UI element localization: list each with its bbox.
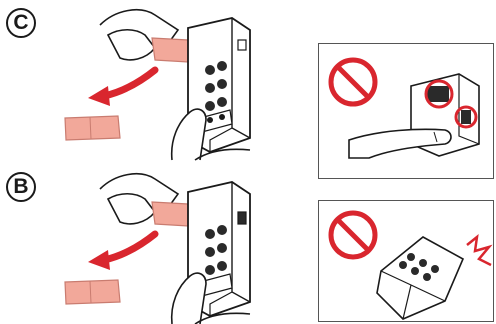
pull-arrow-c: [104, 70, 155, 96]
tilted-cartridge-drawing: [377, 237, 463, 319]
step-badge-b: B: [6, 172, 36, 202]
removed-tape-b: [65, 280, 120, 304]
prohibition-icon: [331, 60, 375, 104]
removed-tape-c: [65, 116, 120, 140]
warning-panel-touch: [318, 43, 494, 179]
step-badge-c-label: C: [13, 11, 28, 35]
step-badge-b-label: B: [13, 175, 28, 199]
impact-burst-icon: [467, 237, 491, 265]
step-badge-c: C: [6, 8, 36, 38]
warning-panel-impact: [318, 200, 494, 322]
pull-arrow-b: [104, 234, 155, 260]
prohibition-icon: [331, 213, 375, 257]
step-c-illustration: [60, 0, 290, 160]
step-b-illustration: [60, 164, 290, 324]
